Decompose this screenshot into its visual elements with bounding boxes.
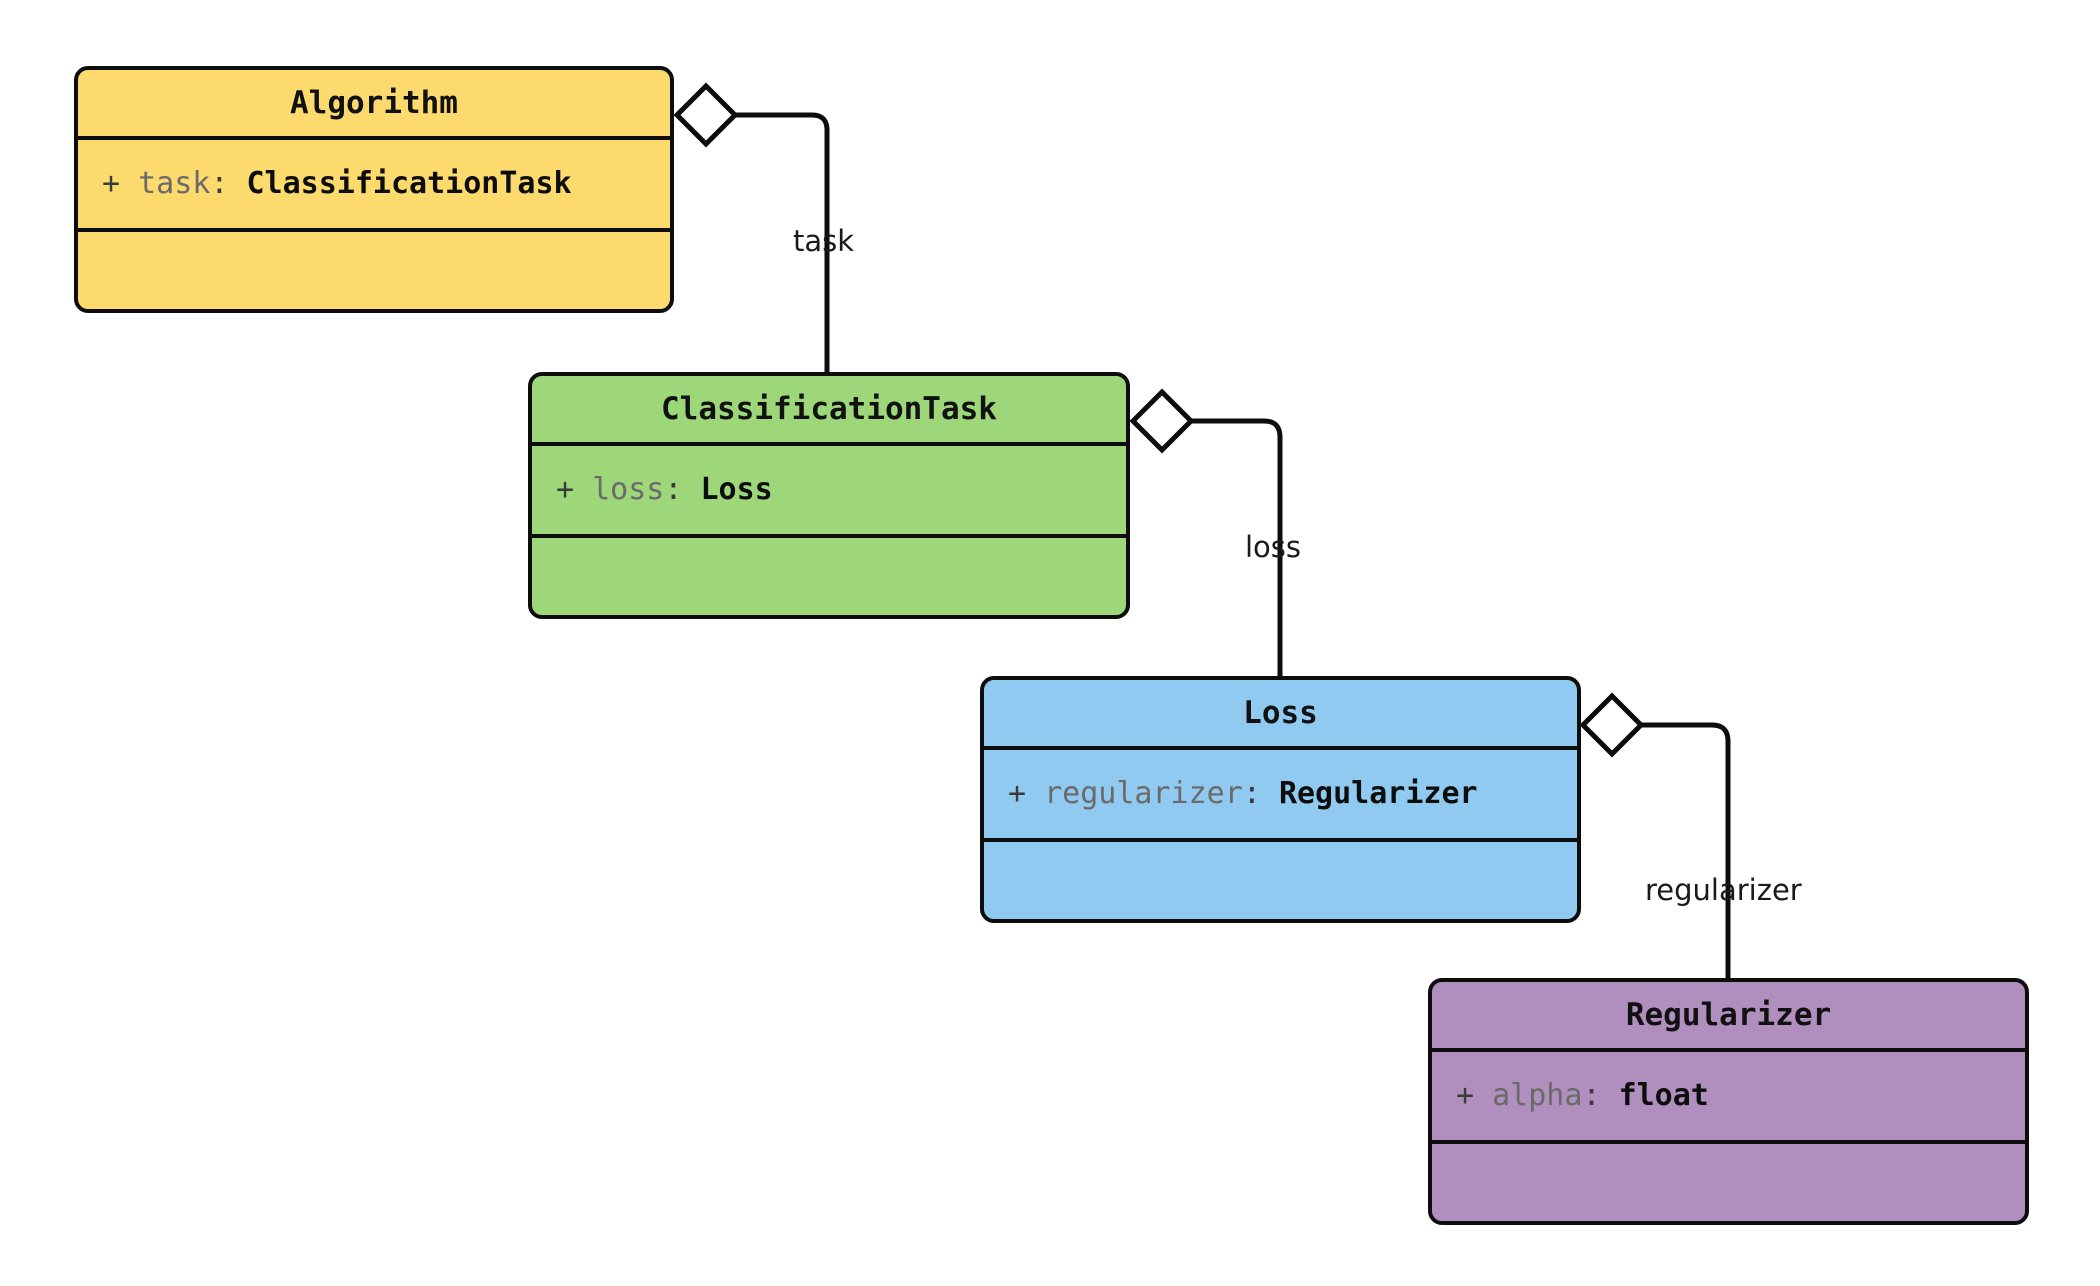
class-attributes-algorithm: + task: ClassificationTask [78, 140, 670, 232]
aggregation-diamond-regularizer [1579, 692, 1645, 758]
class-attributes-regularizer: + alpha: float [1432, 1052, 2025, 1144]
attribute-row: + alpha: float [1456, 1078, 2025, 1114]
attribute-type: float [1618, 1078, 1709, 1113]
class-title-regularizer: Regularizer [1432, 982, 2025, 1052]
attribute-type: Regularizer [1278, 776, 1478, 811]
attribute-name: alpha [1492, 1078, 1583, 1113]
class-title-loss: Loss [984, 680, 1577, 750]
attribute-visibility: + [1008, 776, 1027, 811]
attribute-separator: : [1242, 776, 1261, 811]
uml-class-algorithm[interactable]: Algorithm + task: ClassificationTask [74, 66, 674, 313]
aggregation-diamond-loss [1129, 388, 1195, 454]
attribute-visibility: + [102, 166, 121, 201]
edge-label-loss: loss [1245, 530, 1302, 564]
edge-regularizer-line [1641, 722, 1731, 978]
attribute-type: ClassificationTask [246, 166, 572, 201]
uml-class-loss[interactable]: Loss + regularizer: Regularizer [980, 676, 1581, 923]
class-title-algorithm: Algorithm [78, 70, 670, 140]
attribute-row: + task: ClassificationTask [102, 166, 670, 202]
attribute-separator: : [1582, 1078, 1601, 1113]
attribute-separator: : [664, 472, 683, 507]
edge-label-task: task [793, 224, 855, 258]
edge-label-regularizer: regularizer [1645, 873, 1802, 907]
aggregation-diamond-task [673, 82, 739, 148]
attribute-visibility: + [556, 472, 575, 507]
attribute-name: regularizer [1044, 776, 1243, 811]
attribute-row: + regularizer: Regularizer [1008, 776, 1577, 812]
attribute-visibility: + [1456, 1078, 1475, 1113]
attribute-name: loss [592, 472, 665, 507]
class-attributes-loss: + regularizer: Regularizer [984, 750, 1577, 842]
class-attributes-classificationtask: + loss: Loss [532, 446, 1126, 538]
attribute-row: + loss: Loss [556, 472, 1126, 508]
uml-class-regularizer[interactable]: Regularizer + alpha: float [1428, 978, 2029, 1225]
class-title-classificationtask: ClassificationTask [532, 376, 1126, 446]
attribute-separator: : [210, 166, 229, 201]
attribute-type: Loss [700, 472, 773, 507]
uml-class-classificationtask[interactable]: ClassificationTask + loss: Loss [528, 372, 1130, 619]
attribute-name: task [138, 166, 211, 201]
